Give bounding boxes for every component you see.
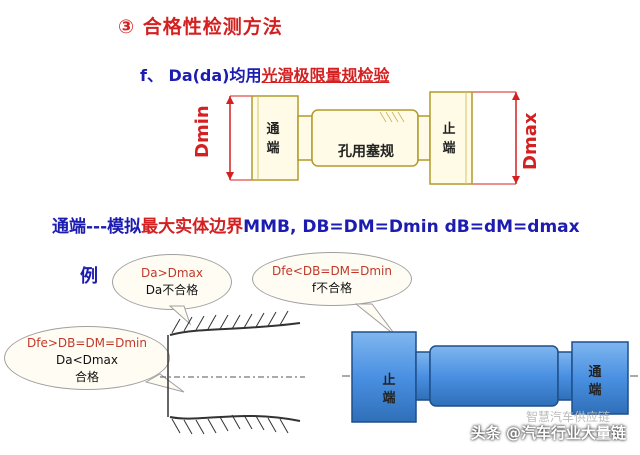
bubble-left-line-3: 合格: [74, 370, 99, 384]
gauge-bottom-neck-right: [557, 351, 573, 401]
watermark: 头条 @汽车行业大量链: [470, 424, 626, 442]
gauge-bottom-nogo-label: 止 端: [374, 372, 404, 408]
gauge-nogo-char-2: 端: [442, 141, 456, 156]
gauge-go-label: 通 端: [258, 120, 288, 158]
subtitle-highlight: 光滑极限量规检验: [261, 66, 390, 85]
bubble-tail-top-left: [168, 305, 192, 326]
gauge-go-char-1: 通: [266, 122, 280, 137]
gauge-go-end: [251, 95, 299, 181]
bubble-top-right-line-1: Dfe<DB=DM=Dmin: [272, 264, 392, 278]
dim-arrow-left-top: [226, 96, 234, 104]
bubble-left-line-1: Dfe>DB=DM=Dmin: [27, 336, 147, 350]
bubble-top-right: Dfe<DB=DM=Dmin f不合格: [252, 252, 412, 306]
gauge-bottom-go-label: 通 端: [580, 364, 610, 400]
mmb-definition: 通端---模拟最大实体边界MMB, DB=DM=Dmin dB=dM=dmax: [52, 212, 580, 237]
bubble-left-line-2: Da<Dmax: [55, 353, 119, 367]
gauge-bottom-handle: [429, 345, 559, 407]
hole-top-wall: [169, 310, 301, 336]
bubble-tail-top-right: [354, 303, 397, 337]
dim-arrow-right-bottom: [512, 176, 520, 184]
hole-bottom-wall: [169, 414, 301, 435]
gauge-middle-label: 孔用塞规: [338, 144, 394, 160]
page-title: ③ 合格性检测方法: [118, 16, 283, 38]
gauge-bottom-nogo-char-1: 止: [382, 373, 396, 388]
bubble-top-left-line-2: Da不合格: [145, 283, 199, 297]
mmb-part-2: 最大实体边界: [141, 217, 244, 237]
subtitle-line: f、 Da(da)均用光滑极限量规检验: [140, 62, 390, 86]
bubble-top-left: Da>Dmax Da不合格: [112, 254, 232, 310]
plug-gauge-bottom: [342, 331, 638, 423]
dim-arrow-right-top: [512, 92, 520, 100]
hole-cross-section: [160, 310, 305, 435]
gauge-nogo-end: [429, 91, 473, 185]
mmb-part-1: 通端---模拟: [52, 217, 142, 237]
gauge-nogo-label: 止 端: [434, 120, 464, 158]
plug-gauge-top: [226, 91, 520, 185]
gauge-bottom-nogo-char-2: 端: [382, 391, 396, 406]
gauge-go-char-2: 端: [266, 141, 280, 156]
gauge-nogo-char-1: 止: [442, 122, 456, 137]
watermark-faint: 智慧汽车供应链: [525, 410, 610, 424]
mmb-part-3: MMB, DB=DM=Dmin dB=dM=dmax: [243, 217, 580, 237]
example-label: 例: [80, 266, 98, 287]
subtitle-prefix: f、 Da(da)均用: [140, 66, 262, 85]
bubble-top-left-line-1: Da>Dmax: [140, 266, 204, 280]
gauge-bottom-go-char-1: 通: [588, 365, 602, 380]
gauge-knurl: [379, 111, 405, 123]
bubble-tail-left: [144, 373, 185, 393]
bubble-top-right-line-2: f不合格: [311, 281, 353, 295]
bubble-left: Dfe>DB=DM=Dmin Da<Dmax 合格: [4, 326, 170, 390]
gauge-bottom-go-end: [571, 341, 629, 415]
dim-arrow-left-bottom: [226, 172, 234, 180]
gauge-bottom-go-char-2: 端: [588, 383, 602, 398]
gauge-bottom-neck-left: [415, 351, 431, 401]
